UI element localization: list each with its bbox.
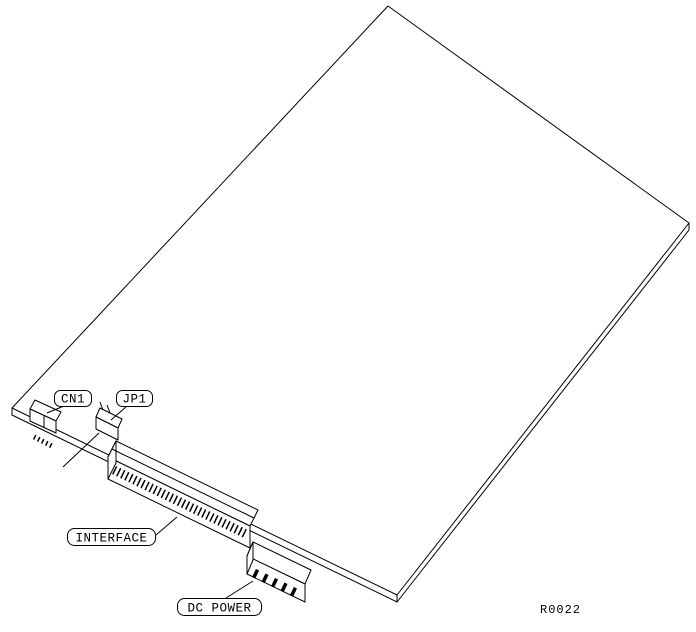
circuit-board	[11, 5, 690, 603]
jp1-callout: JP1	[116, 390, 153, 407]
dc-power-callout: DC POWER	[177, 598, 262, 616]
cn1-connector	[29, 399, 62, 449]
dc-power-label: DC POWER	[187, 602, 251, 616]
interface-connector-slot-line	[111, 448, 255, 519]
dc-power-connector	[246, 541, 312, 603]
interface-callout-box	[67, 528, 156, 546]
cn1-callout: CN1	[54, 390, 92, 407]
interface-connector	[107, 440, 259, 549]
jp1-label: JP1	[122, 393, 146, 407]
figure-reference-number: R0022	[540, 603, 581, 617]
interface-label: INTERFACE	[75, 532, 147, 546]
jp1-pin1-indicator-line	[62, 432, 100, 468]
interface-leader-line	[155, 516, 178, 536]
jp1-leader-line	[110, 405, 128, 421]
cn1-connector-front-face	[29, 408, 57, 434]
board-thickness-front-right-edge	[396, 223, 690, 603]
dc-power-connector-end-face	[246, 541, 254, 575]
interface-callout: INTERFACE	[67, 528, 156, 546]
jp1-jumper	[62, 401, 123, 468]
dc-power-callout-box	[177, 598, 262, 616]
jp1-jumper-front-face	[95, 416, 119, 441]
jp1-jumper-pins	[99, 401, 111, 414]
interface-connector-pins	[112, 465, 248, 539]
cn1-callout-box	[54, 390, 92, 407]
jp1-callout-box	[116, 390, 153, 407]
cn1-label: CN1	[61, 393, 85, 407]
board-top-face	[11, 5, 690, 596]
dc-power-connector-pins	[252, 568, 300, 599]
dc-power-leader-line	[225, 580, 254, 599]
cn1-leader-line	[46, 405, 65, 414]
cn1-connector-pins	[32, 434, 54, 449]
